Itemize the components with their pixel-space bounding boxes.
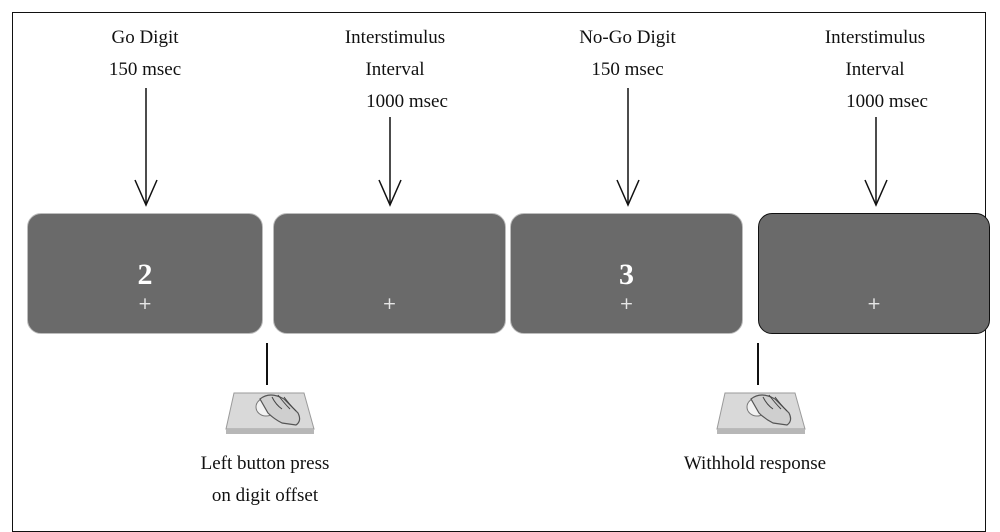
fixation-cross: + bbox=[866, 294, 882, 314]
down-arrow-icon bbox=[134, 88, 158, 207]
label-withhold-response: Withhold response bbox=[683, 453, 827, 474]
fixation-cross: + bbox=[382, 294, 397, 314]
down-arrow-icon bbox=[378, 117, 402, 207]
screen-go-digit: 2 + bbox=[27, 213, 263, 334]
label-isi-2: Interstimulus Interval 1000 msec bbox=[824, 27, 928, 112]
response-marker bbox=[757, 343, 759, 385]
go-digit: 2 bbox=[137, 258, 153, 291]
label-go-digit: Go Digit 150 msec bbox=[108, 27, 182, 80]
label-nogo-digit: No-Go Digit 150 msec bbox=[579, 27, 676, 80]
down-arrow-icon bbox=[616, 88, 640, 207]
fixation-cross: + bbox=[619, 294, 634, 314]
mouse-hand-icon bbox=[716, 392, 806, 434]
label-button-press: Left button press on digit offset bbox=[200, 453, 330, 506]
screen-nogo-digit: 3 + bbox=[510, 213, 743, 334]
label-isi-1: Interstimulus Interval 1000 msec bbox=[344, 27, 448, 112]
response-marker bbox=[266, 343, 268, 385]
down-arrow-icon bbox=[864, 117, 888, 207]
screen-isi-2: + bbox=[758, 213, 990, 334]
nogo-digit: 3 bbox=[619, 258, 634, 291]
screen-isi-1: + bbox=[273, 213, 506, 334]
fixation-cross: + bbox=[137, 294, 153, 314]
mouse-hand-icon bbox=[225, 392, 315, 434]
